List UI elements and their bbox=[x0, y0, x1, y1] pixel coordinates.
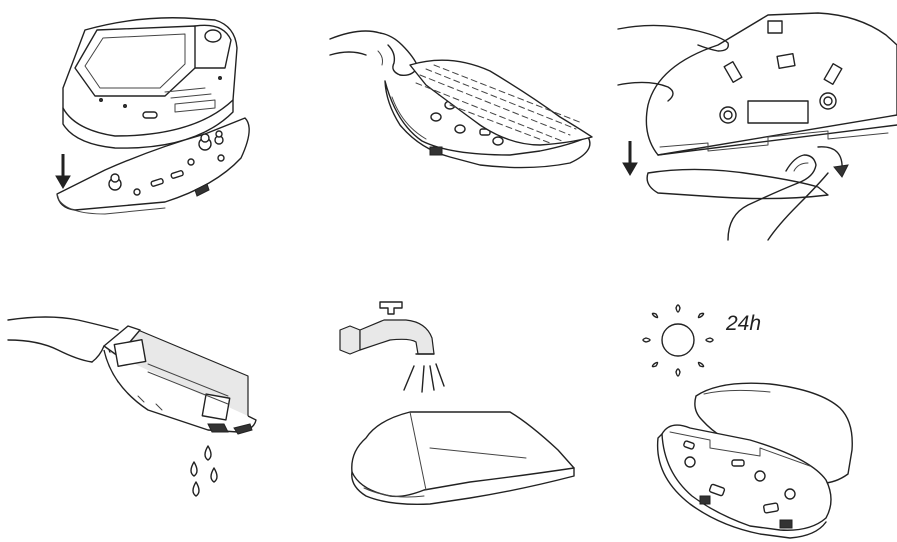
down-arrow-icon bbox=[56, 154, 70, 188]
water-stream-icon bbox=[404, 364, 444, 392]
mop-cloth bbox=[647, 169, 828, 198]
mop-cloth bbox=[410, 60, 592, 145]
robot-body bbox=[63, 18, 237, 148]
mop-holder bbox=[646, 13, 897, 155]
step-1-remove-mop-holder bbox=[45, 8, 255, 218]
step-4-drain-water-tank bbox=[8, 300, 268, 510]
step-6-dry-in-sun: 24h bbox=[640, 300, 890, 540]
faucet-icon bbox=[340, 302, 434, 354]
curved-arrow-icon bbox=[818, 147, 848, 177]
step-3-pull-off-mop bbox=[618, 5, 897, 240]
down-arrow-icon bbox=[623, 141, 637, 175]
dry-time-label: 24h bbox=[725, 312, 761, 335]
water-tank bbox=[104, 326, 256, 434]
step-5-rinse-under-tap bbox=[330, 300, 592, 532]
sun-icon bbox=[643, 305, 713, 376]
water-drops-icon bbox=[191, 446, 217, 496]
step-2-remove-mop-cloth bbox=[330, 5, 605, 175]
hand-icon bbox=[330, 31, 418, 75]
hand-icon bbox=[8, 317, 118, 362]
mop-cloth bbox=[352, 412, 574, 504]
